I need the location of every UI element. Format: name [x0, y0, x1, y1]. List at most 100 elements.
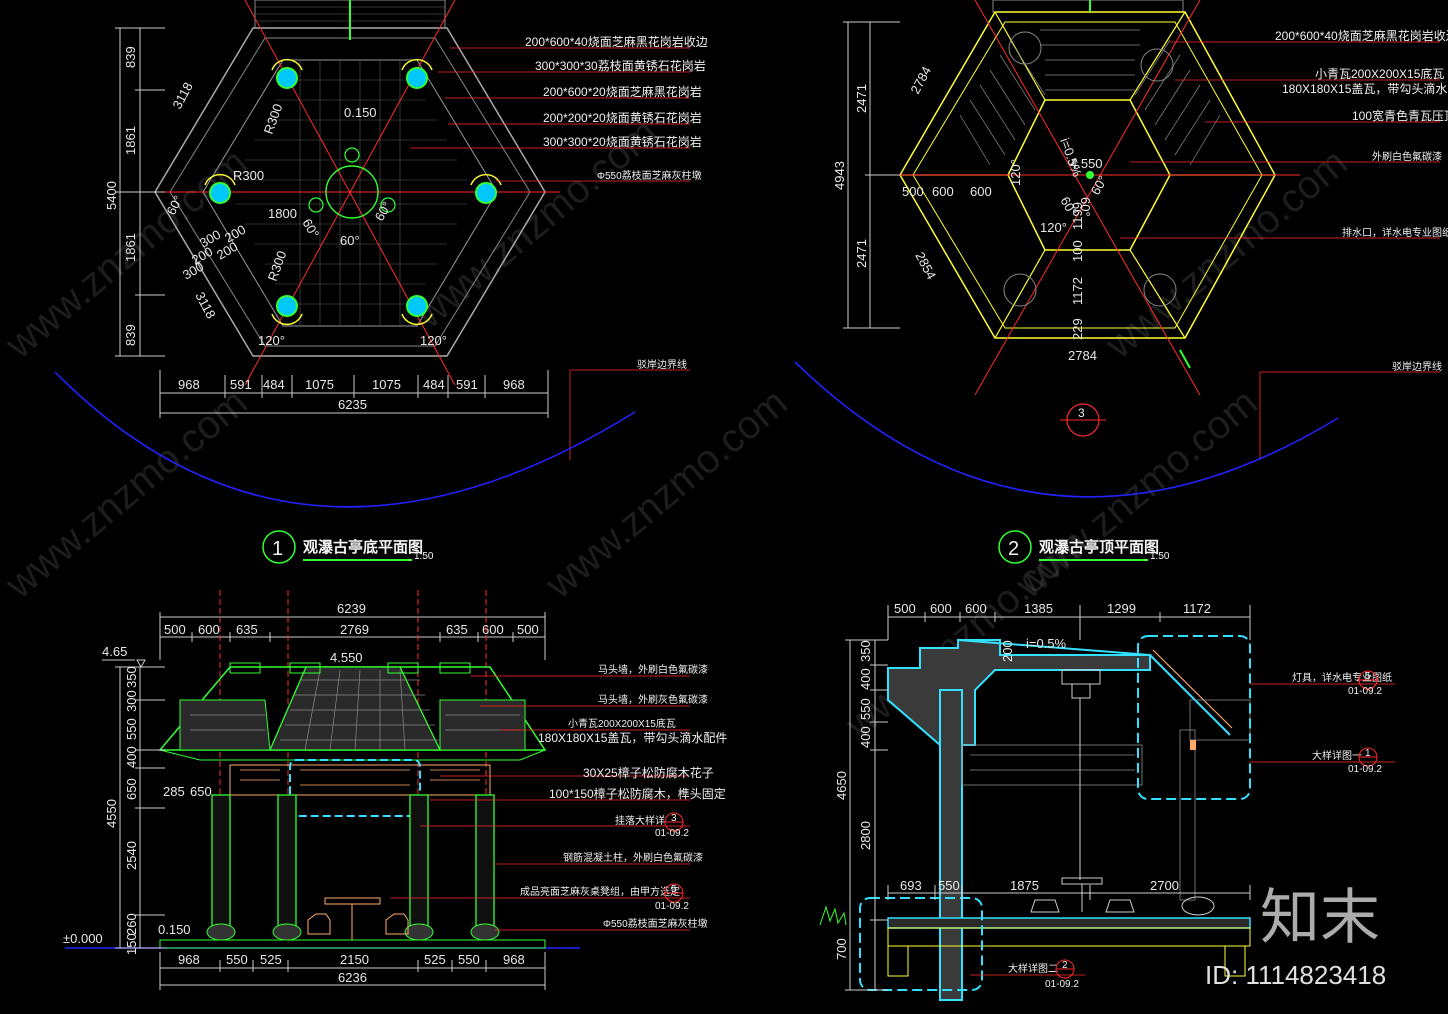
dim-label: 3118 [169, 80, 195, 112]
dim-label: 500 [894, 601, 916, 616]
dim-label: R300 [261, 102, 286, 136]
dim-label: 600 [930, 601, 952, 616]
elevation-view: 6239 500 600 635 2769 635 600 500 [63, 590, 727, 990]
dim-label: 2471 [854, 239, 869, 268]
resource-id: ID: 1114823418 [1205, 960, 1386, 990]
material-note: 200*600*40烧面芝麻黑花岗岩收边 [1275, 28, 1448, 43]
detail-box-2 [859, 897, 983, 991]
dim-label: 1861 [123, 126, 138, 155]
drawing-title: 观瀑古亭顶平面图 [1039, 538, 1159, 556]
dim-label: 635 [446, 622, 468, 637]
material-note: 100宽青色青瓦压顶 [1352, 108, 1448, 123]
dim-label: 200 [1000, 640, 1015, 662]
dim-label: 500 [164, 622, 186, 637]
material-note: 钢筋混凝土柱，外刷白色氟碳漆 [563, 851, 703, 864]
table-and-stools [307, 897, 409, 940]
dim-label: R300 [265, 249, 290, 283]
dim-label: 650 [190, 784, 212, 799]
material-note: 100*150樟子松防腐木，榫头固定 [549, 786, 726, 801]
detail-ref-number: 5 [1365, 671, 1371, 682]
material-note: 排水口，详水电专业图纸 [1342, 226, 1448, 239]
columns [204, 58, 502, 326]
dim-label: 400 [858, 668, 873, 690]
dim-label: 484 [423, 377, 445, 392]
dim-label: 700 [834, 938, 849, 960]
dim-label: 260 [124, 913, 139, 935]
dim-label: 550 [124, 718, 139, 740]
dim-label: 2540 [124, 841, 139, 870]
dim-total: 5400 [104, 181, 119, 210]
dim-label: 839 [123, 46, 138, 68]
brand-watermark: 知末 ID: 1114823418 [1205, 883, 1386, 990]
shore-boundary-line [794, 361, 1339, 498]
section-column [939, 689, 963, 1001]
dim-label: 550 [858, 698, 873, 720]
dim-label: 1075 [372, 377, 401, 392]
dim-label: 1861 [123, 233, 138, 262]
dim-label: 1299 [1107, 601, 1136, 616]
detail-ref-number: 2 [1062, 960, 1068, 971]
material-note: Φ550荔枝面芝麻灰柱墩 [597, 169, 702, 182]
detail-ref-number: 3 [671, 813, 677, 824]
section-mark-number: 3 [1078, 406, 1085, 420]
dim-label: 150 [124, 933, 139, 955]
detail-ref-sheet: 01-09.2 [1348, 686, 1382, 697]
dim-label: 484 [263, 377, 285, 392]
material-note: 马头墙，外刷白色氟碳漆 [598, 663, 708, 676]
dim-total: 6236 [338, 970, 367, 985]
material-note: 成品亮面芝麻灰桌凳组，由甲方选定 [520, 885, 680, 898]
material-note: 马头墙，外刷灰色氟碳漆 [598, 693, 708, 706]
dim-label: 600 [198, 622, 220, 637]
material-note: 灯具，详水电专业图纸 [1292, 671, 1392, 684]
dim-label: 839 [123, 324, 138, 346]
paving-grid [235, 60, 467, 326]
material-note: 180X180X15盖瓦，带勾头滴水配件 [538, 730, 727, 745]
plan1-elevation: 0.150 [344, 105, 377, 120]
material-note: 挂落大样详 [615, 814, 665, 827]
material-note: 30X25樟子松防腐木花子 [583, 765, 714, 780]
detail-ref-sheet: 01-09.2 [1348, 764, 1382, 775]
drawing-number-circle [998, 530, 1032, 564]
watermark-layer: www.znzmo.com www.znzmo.com www.znzmo.co… [0, 110, 1356, 747]
dim-label: 1800 [268, 206, 297, 221]
dim-label: 2769 [340, 622, 369, 637]
wood-lattice [229, 759, 491, 817]
dim-label: 550 [226, 952, 248, 967]
drawing-scale: 1:50 [1150, 551, 1170, 562]
dim-label: 968 [178, 377, 200, 392]
dim-label: 1875 [1010, 878, 1039, 893]
dim-label: 60° [1078, 197, 1093, 217]
watermark-site: www.znzmo.com [0, 380, 256, 607]
dim-label: 2700 [1150, 878, 1179, 893]
dim-label: 2471 [854, 84, 869, 113]
material-note: 小青瓦200X200X15底瓦 [568, 717, 676, 730]
detail-ref-sheet: 01-09.2 [655, 828, 689, 839]
material-note: 300*300*30荔枝面黄锈石花岗岩 [535, 58, 706, 73]
material-note: 小青瓦200X200X15底瓦 [1315, 66, 1444, 81]
level-marker: 0.150 [158, 922, 191, 937]
detail-ref-number: 5 [671, 884, 677, 895]
material-note: 300*300*20烧面黄锈石花岗岩 [543, 134, 702, 149]
material-note: 200*600*20烧面芝麻黑花岗岩 [543, 84, 702, 99]
dim-label: 968 [503, 952, 525, 967]
detail-ref-sheet: 01-09.2 [655, 901, 689, 912]
dim-label: 600 [482, 622, 504, 637]
dim-label: 3118 [192, 289, 218, 321]
detail-ref-number: 1 [1365, 748, 1371, 759]
dim-label: 1172 [1183, 601, 1211, 616]
stone-table [325, 165, 379, 219]
dim-label: 2784 [907, 64, 934, 97]
dim-label: 400 [124, 746, 139, 768]
dim-label: 1075 [305, 377, 334, 392]
dim-total: 4650 [834, 771, 849, 800]
dim-label: 2854 [912, 249, 939, 282]
dim-label: 500 [902, 184, 924, 199]
material-note: Φ550荔枝面芝麻灰柱墩 [603, 917, 708, 930]
dim-label: R300 [233, 168, 264, 183]
dim-label: 285 [163, 784, 185, 799]
dim-label: 600 [965, 601, 987, 616]
drawing-number-circle [262, 530, 296, 564]
material-note: 外刷白色氟碳漆 [1372, 150, 1442, 163]
dim-label: 120° [1008, 159, 1023, 186]
dim-label: 591 [456, 377, 478, 392]
